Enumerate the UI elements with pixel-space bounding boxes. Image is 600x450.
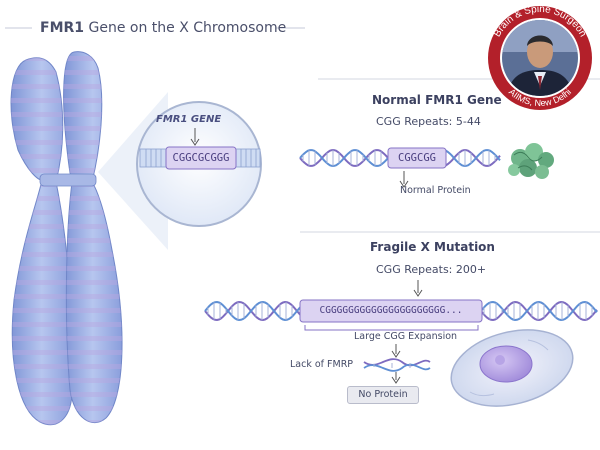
normal-heading: Normal FMR1 Gene	[372, 93, 502, 107]
lack-label: Lack of FMRP	[290, 359, 354, 370]
title-gene: FMR1	[40, 20, 85, 36]
cell-illustration	[450, 329, 574, 407]
magnifier-label: FMR1 GENE	[156, 114, 222, 125]
surgeon-portrait	[502, 20, 578, 96]
small-dna-fragment	[363, 358, 431, 372]
normal-sequence: CGGCGG	[398, 152, 436, 164]
mutation-dna-helix	[204, 299, 598, 323]
normal-outcome: Normal Protein	[400, 185, 471, 196]
x-chromosome	[10, 51, 123, 426]
centromere	[39, 173, 97, 187]
expansion-label: Large CGG Expansion	[350, 331, 462, 342]
protein-icon	[508, 143, 554, 179]
normal-repeats: CGG Repeats: 5-44	[376, 115, 481, 128]
normal-gene-box	[387, 147, 447, 169]
surgeon-badge: Brain & Spine Surgeon AIIMS, New Delhi	[488, 4, 592, 110]
mutation-heading: Fragile X Mutation	[370, 240, 495, 254]
magnifier-sequence: CGGCGCGGG	[172, 152, 230, 164]
normal-dna-helix	[299, 147, 501, 169]
expanded-gene-box	[299, 299, 483, 323]
diagram-title: FMR1 Gene on the X Chromosome	[40, 20, 286, 36]
mutation-repeats: CGG Repeats: 200+	[376, 263, 487, 276]
no-protein-box: No Protein	[347, 386, 419, 404]
lens-gene-bar	[139, 146, 261, 170]
expansion-brace	[304, 325, 479, 331]
title-rest: Gene on the X Chromosome	[84, 20, 287, 36]
mutation-sequence: CGGGGGGGGGGGGGGGGGGGGG...	[319, 305, 463, 316]
